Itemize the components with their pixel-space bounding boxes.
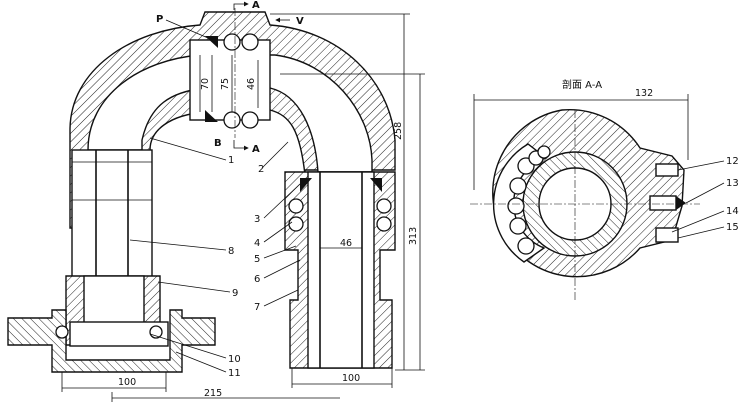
bottom-dims: 100 100 215 (61, 368, 393, 402)
callout-4: 4 (254, 238, 260, 249)
leader-8 (129, 239, 227, 251)
fitting-tip (676, 196, 686, 210)
ball (509, 217, 527, 235)
ball (376, 198, 392, 214)
leader-P (165, 19, 209, 39)
leader-7 (263, 289, 299, 307)
callout-7: 7 (254, 302, 260, 313)
ball (537, 145, 551, 159)
seal (300, 178, 312, 192)
leader-15 (677, 226, 725, 239)
callout-15: 15 (726, 222, 739, 233)
section-mark-bottom: A (252, 144, 260, 155)
leader-13 (685, 182, 725, 204)
leader-6 (263, 259, 301, 279)
callout-5: 5 (254, 254, 260, 265)
outlet-bore (307, 171, 375, 369)
dim-75: 75 (220, 78, 231, 90)
ball (55, 325, 69, 339)
ball (241, 33, 259, 51)
inner-dimensions: 70 75 46 (200, 55, 259, 112)
leader-5 (263, 245, 297, 259)
callout-2: 2 (258, 164, 264, 175)
dim-132: 132 (635, 88, 653, 99)
ball (223, 111, 241, 129)
view-mark: V (296, 16, 304, 27)
leader-10 (149, 333, 227, 359)
ball (509, 177, 527, 195)
callout-B: B (214, 138, 222, 149)
ball (241, 111, 259, 129)
section-mark-top: A (252, 0, 260, 11)
dim-313: 313 (408, 227, 419, 245)
ball (223, 33, 241, 51)
ball (376, 216, 392, 232)
callout-9: 9 (232, 288, 238, 299)
seal (370, 178, 382, 192)
plug-15 (655, 227, 679, 243)
leader-14 (671, 210, 725, 233)
left-flange (7, 309, 216, 373)
callout-14: 14 (726, 206, 739, 217)
seal (205, 110, 218, 122)
section-arrow (233, 140, 249, 151)
dim-100-right: 100 (342, 373, 360, 384)
callout-P: P (156, 14, 163, 25)
callout-13: 13 (726, 178, 739, 189)
main-view: A A V 70 75 46 46 258 313 (7, 0, 425, 402)
left-pipe (71, 149, 153, 279)
callout-6: 6 (254, 274, 260, 285)
ball (507, 197, 525, 215)
section-a-a: 剖面 A-A 132 12 13 14 (470, 78, 739, 300)
ball (517, 237, 535, 255)
seal (205, 36, 218, 48)
section-title: 剖面 A-A (562, 78, 602, 91)
dim-100-left: 100 (118, 377, 136, 388)
callout-3: 3 (254, 214, 260, 225)
ball (288, 198, 304, 214)
callout-11: 11 (228, 368, 241, 379)
leader-11 (175, 351, 227, 373)
leader-2 (261, 141, 289, 169)
dim-215: 215 (204, 388, 222, 399)
leader-1 (149, 137, 227, 161)
swivel-core (189, 39, 271, 121)
section-arrow (233, 1, 249, 10)
dim-258: 258 (393, 122, 404, 140)
leader-9 (157, 281, 231, 293)
dim-70: 70 (200, 78, 211, 90)
leader-3 (263, 183, 301, 219)
callout-8: 8 (228, 246, 234, 257)
callouts: P B 1 2 3 4 5 6 7 8 9 10 11 (129, 14, 301, 379)
callout-1: 1 (228, 155, 234, 166)
dim-46-top: 46 (246, 78, 257, 90)
ball (288, 216, 304, 232)
callout-10: 10 (228, 354, 241, 365)
dim-46-outlet: 46 (340, 238, 352, 249)
callout-12: 12 (726, 156, 739, 167)
grease-fitting-13 (649, 195, 677, 211)
gooseneck-bore (87, 54, 373, 173)
overall-height-dims: 258 313 (270, 13, 425, 371)
leader-12 (677, 160, 725, 171)
plug-12 (655, 163, 679, 177)
leader-4 (263, 221, 293, 243)
